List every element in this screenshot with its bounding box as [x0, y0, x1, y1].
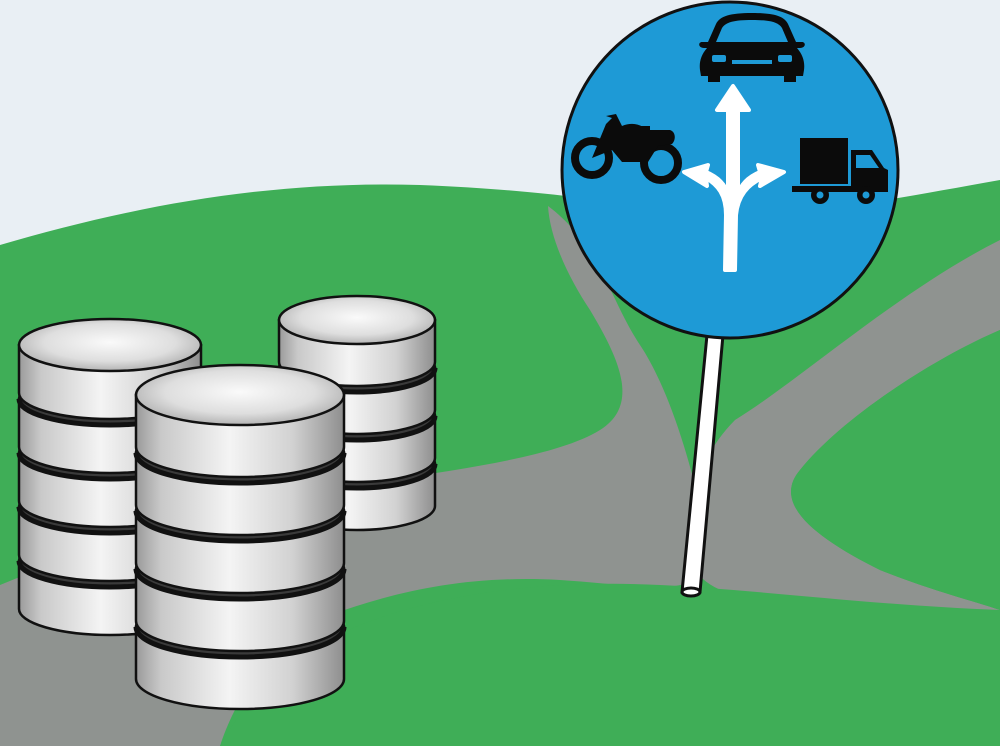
motorcycle-icon [571, 114, 682, 184]
grass-right-wedge [791, 330, 1000, 610]
database-stack-front [133, 363, 347, 711]
grass-front [220, 583, 1000, 746]
branching-arrow-icon [682, 84, 786, 272]
road-branch-right [687, 240, 1000, 670]
car-icon [699, 13, 805, 82]
road-sign [560, 0, 900, 340]
truck-icon [792, 138, 888, 204]
database-disk [134, 363, 346, 479]
